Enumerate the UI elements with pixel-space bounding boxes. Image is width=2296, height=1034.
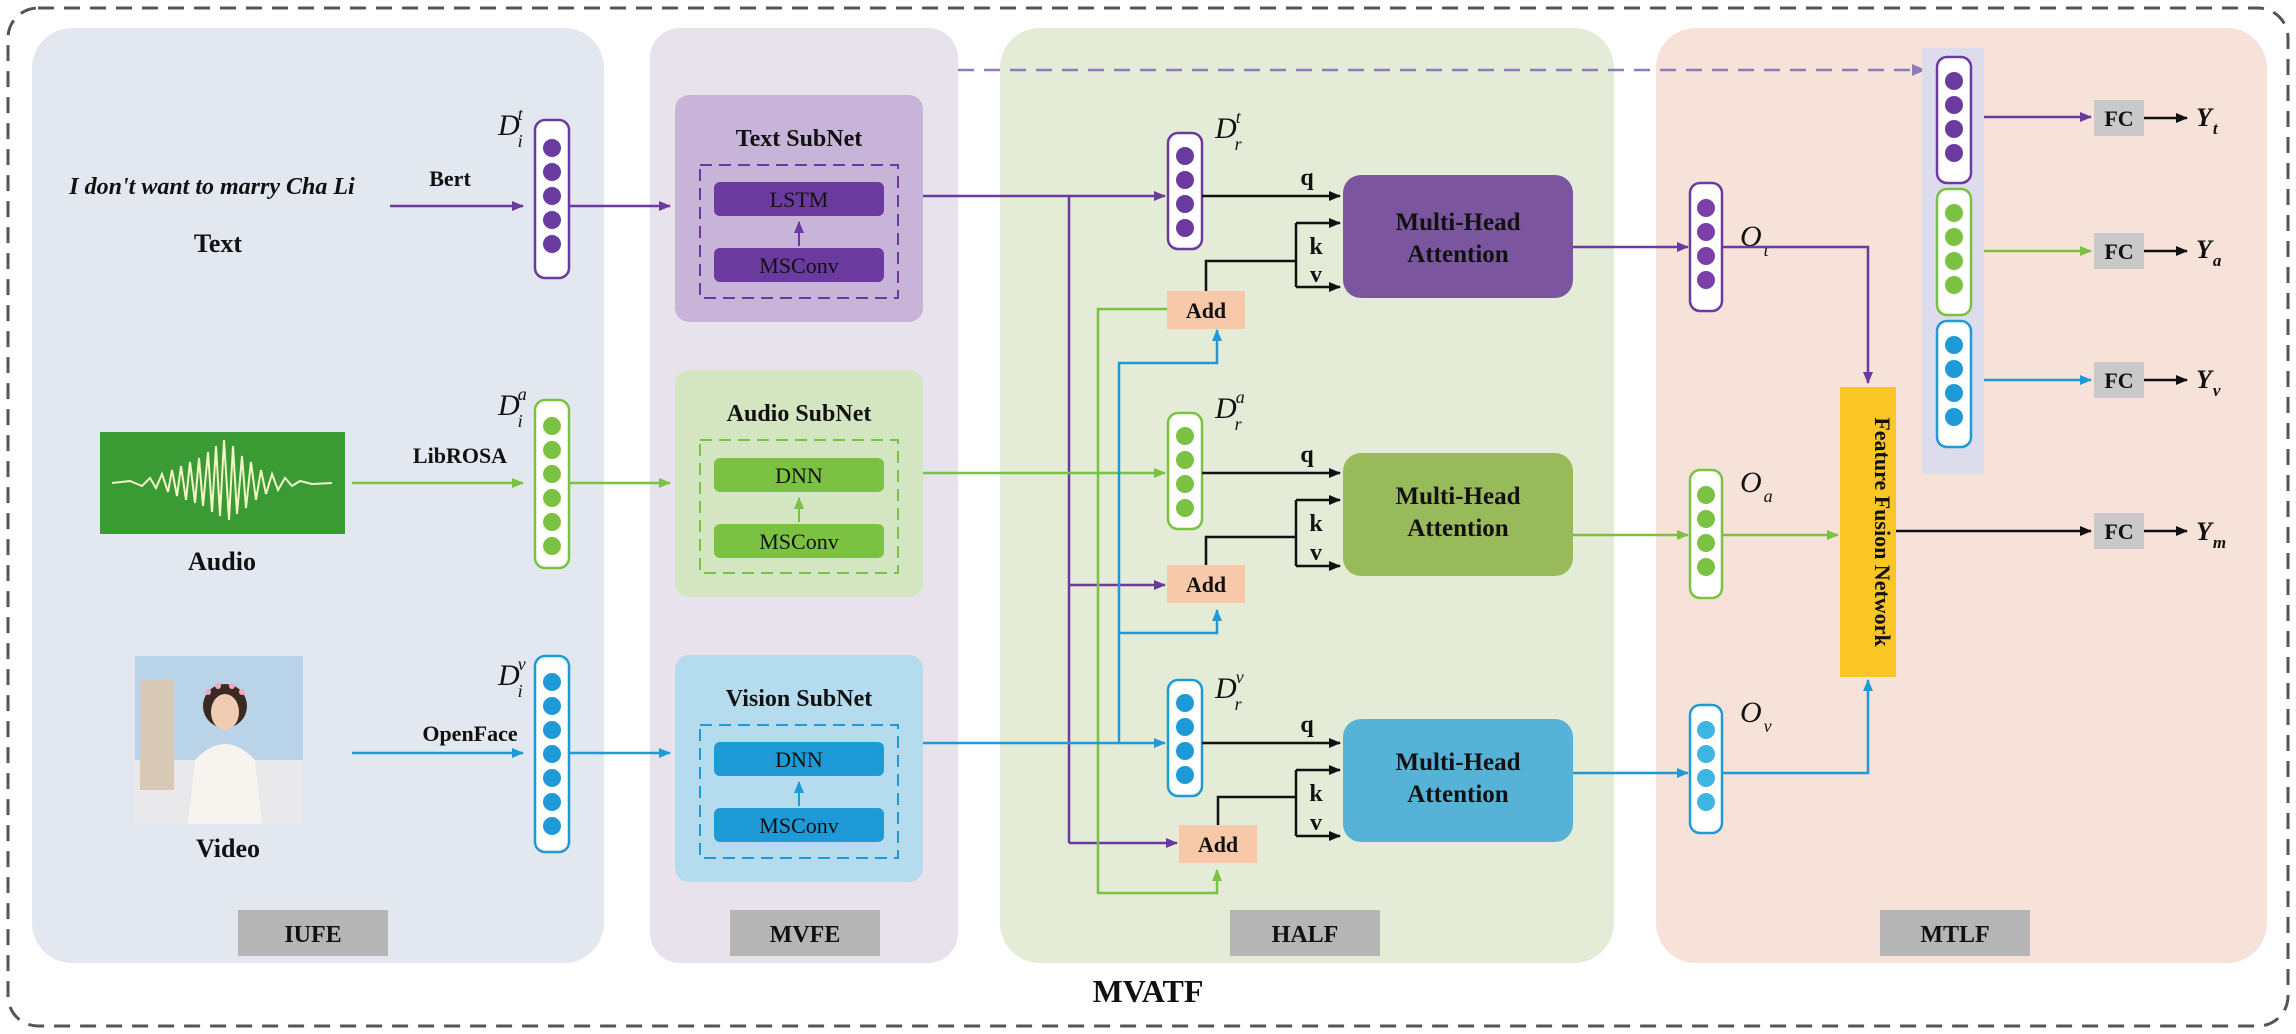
audio-msconv-label: MSConv bbox=[759, 529, 838, 554]
text-modality-label: Text bbox=[194, 229, 242, 258]
fc-box-a bbox=[2094, 233, 2144, 269]
vision-msconv-block bbox=[714, 808, 884, 842]
d-i-t-label: Dit bbox=[497, 104, 524, 151]
mha-audio-line1: Multi-Head bbox=[1396, 483, 1521, 510]
q-label-vision: q bbox=[1300, 712, 1314, 738]
fc-box-v bbox=[2094, 362, 2144, 398]
vision-dnn-block bbox=[714, 742, 884, 776]
mvfe-label: MVFE bbox=[770, 922, 841, 948]
mtlf-label: MTLF bbox=[1920, 922, 1989, 948]
fc-label-m: FC bbox=[2104, 519, 2133, 544]
y-m-label: Ym bbox=[2196, 517, 2226, 552]
mvatf-frame bbox=[6, 6, 2290, 1028]
video-frame-image bbox=[135, 656, 303, 824]
vision-subnet-title: Vision SubNet bbox=[726, 686, 872, 712]
audio-subnet-title: Audio SubNet bbox=[727, 401, 872, 427]
audio-dnn-block bbox=[714, 458, 884, 492]
d-i-vision-vector bbox=[533, 654, 571, 854]
d-r-audio-vector bbox=[1166, 411, 1204, 531]
mtlf-label-box bbox=[1880, 910, 2030, 956]
o-audio-vector bbox=[1688, 468, 1724, 600]
lstm-label: LSTM bbox=[770, 187, 829, 212]
d-i-a-label: Dia bbox=[497, 384, 527, 431]
stacked-audio-vector bbox=[1935, 187, 1973, 317]
mha-audio-line2: Attention bbox=[1407, 515, 1508, 542]
add-label-audio: Add bbox=[1186, 572, 1226, 597]
feature-fusion-network bbox=[1840, 387, 1896, 677]
v-label-audio: v bbox=[1310, 540, 1322, 566]
o-text-vector bbox=[1688, 181, 1724, 313]
mha-text-line1: Multi-Head bbox=[1396, 209, 1521, 236]
mha-block-audio bbox=[1343, 453, 1573, 576]
stacked-text-vector bbox=[1935, 55, 1973, 185]
ffn-label: Feature Fusion Network bbox=[1870, 417, 1895, 647]
audio-waveform-icon bbox=[111, 439, 333, 521]
iufe-label-box bbox=[238, 910, 388, 956]
mvatf-label: MVATF bbox=[1093, 973, 1204, 1009]
half-label-box bbox=[1230, 910, 1380, 956]
k-label-text: k bbox=[1309, 234, 1323, 260]
audio-msconv-block bbox=[714, 524, 884, 558]
fc-label-a: FC bbox=[2104, 239, 2133, 264]
fc-box-t bbox=[2094, 100, 2144, 136]
video-modality-label: Video bbox=[196, 834, 260, 863]
fc-label-t: FC bbox=[2104, 106, 2133, 131]
add-label-text: Add bbox=[1186, 298, 1226, 323]
mha-block-vision bbox=[1343, 719, 1573, 842]
k-label-audio: k bbox=[1309, 511, 1323, 537]
fc-box-m bbox=[2094, 513, 2144, 549]
y-a-label: Ya bbox=[2196, 235, 2222, 270]
d-r-a-label: Dra bbox=[1214, 387, 1245, 434]
audio-modality-label: Audio bbox=[188, 547, 256, 576]
d-r-text-vector bbox=[1166, 131, 1204, 251]
d-i-v-label: Div bbox=[497, 654, 526, 701]
bert-label: Bert bbox=[429, 166, 471, 191]
add-box-vision bbox=[1179, 825, 1257, 863]
iufe-label: IUFE bbox=[284, 922, 341, 948]
add-box-text bbox=[1167, 291, 1245, 329]
d-r-t-label: Drt bbox=[1214, 107, 1243, 154]
mha-vision-line2: Attention bbox=[1407, 781, 1508, 808]
y-v-label: Yv bbox=[2196, 365, 2221, 400]
o-vision-vector bbox=[1688, 703, 1724, 835]
add-box-audio bbox=[1167, 565, 1245, 603]
q-label-audio: q bbox=[1300, 442, 1314, 468]
kv-connector-vision bbox=[1216, 765, 1341, 841]
d-i-text-vector bbox=[533, 118, 571, 280]
y-t-label: Yt bbox=[2196, 103, 2219, 138]
d-r-vision-vector bbox=[1166, 678, 1204, 798]
add-label-vision: Add bbox=[1198, 832, 1238, 857]
audio-dnn-label: DNN bbox=[775, 463, 823, 488]
text-msconv-block bbox=[714, 248, 884, 282]
kv-connector-text bbox=[1204, 218, 1341, 292]
q-label-text: q bbox=[1300, 165, 1314, 191]
stacked-vision-vector bbox=[1935, 319, 1973, 449]
kv-connector-audio bbox=[1204, 495, 1341, 571]
d-i-audio-vector bbox=[533, 398, 571, 570]
mha-text-line2: Attention bbox=[1407, 241, 1508, 268]
v-label-vision: v bbox=[1310, 810, 1322, 836]
vision-trunk-line bbox=[923, 329, 1222, 745]
text-sample: I don't want to marry Cha Li bbox=[68, 174, 355, 200]
openface-label: OpenFace bbox=[422, 721, 518, 746]
v-label-text: v bbox=[1310, 262, 1322, 288]
fc-label-v: FC bbox=[2104, 368, 2133, 393]
lstm-block bbox=[714, 182, 884, 216]
vision-msconv-label: MSConv bbox=[759, 813, 838, 838]
d-r-v-label: Drv bbox=[1214, 667, 1244, 714]
mha-block-text bbox=[1343, 175, 1573, 298]
mvfe-label-box bbox=[730, 910, 880, 956]
text-msconv-label: MSConv bbox=[759, 253, 838, 278]
vision-dnn-label: DNN bbox=[775, 747, 823, 772]
half-label: HALF bbox=[1272, 922, 1339, 948]
mha-vision-line1: Multi-Head bbox=[1396, 749, 1521, 776]
k-label-vision: k bbox=[1309, 781, 1323, 807]
librosa-label: LibROSA bbox=[413, 443, 507, 468]
text-subnet-title: Text SubNet bbox=[736, 126, 862, 152]
